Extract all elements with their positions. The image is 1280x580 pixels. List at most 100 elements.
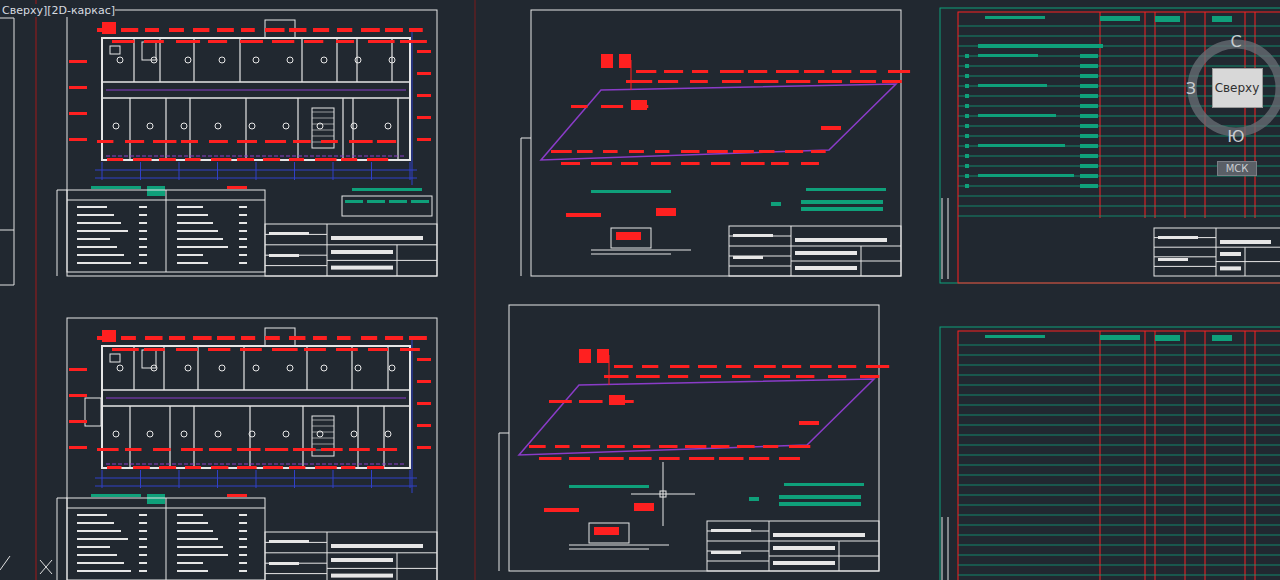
text-bar xyxy=(801,207,883,211)
text-bar xyxy=(385,28,403,32)
sheet-frame xyxy=(942,517,943,580)
axis-line xyxy=(333,162,334,180)
text-bar xyxy=(139,554,147,556)
text-bar xyxy=(965,104,969,108)
axis-line xyxy=(140,162,141,180)
spec-row xyxy=(958,405,1280,406)
text-bar xyxy=(313,28,329,32)
text-bar xyxy=(367,466,384,469)
text-bar xyxy=(69,138,87,141)
text-bar xyxy=(1158,258,1188,261)
luminaire xyxy=(249,123,255,129)
text-bar xyxy=(782,365,801,368)
spec-table xyxy=(67,200,265,201)
text-bar xyxy=(1100,335,1140,340)
text-bar xyxy=(636,375,660,378)
text-bar xyxy=(125,140,144,143)
luminaire xyxy=(117,365,123,371)
compass-letter: С xyxy=(1230,33,1241,51)
luminaire xyxy=(185,57,191,63)
luminaire xyxy=(389,57,395,63)
text-bar xyxy=(1080,174,1098,178)
text-bar xyxy=(289,158,304,161)
wall xyxy=(301,38,302,82)
text-bar xyxy=(786,80,810,83)
text-bar xyxy=(801,200,883,204)
text-bar xyxy=(754,80,778,83)
text-bar xyxy=(795,266,857,270)
text-bar xyxy=(651,162,671,165)
title-block xyxy=(327,532,328,580)
text-bar xyxy=(185,466,201,469)
wall xyxy=(336,38,337,82)
text-bar xyxy=(1220,266,1241,270)
spec-table xyxy=(67,498,265,580)
text-bar xyxy=(139,522,147,524)
text-bar xyxy=(965,54,969,58)
text-bar xyxy=(385,336,403,340)
text-bar xyxy=(139,230,147,232)
title-block xyxy=(729,246,791,247)
text-bar xyxy=(1080,124,1098,128)
title-block xyxy=(769,556,879,557)
text-bar xyxy=(1080,134,1098,138)
text-bar xyxy=(636,70,656,73)
text-bar xyxy=(965,174,969,178)
sheet-frame xyxy=(57,498,58,580)
stair xyxy=(312,136,334,137)
text-bar xyxy=(237,158,254,161)
text-bar xyxy=(139,570,147,572)
text-bar xyxy=(69,420,87,423)
text-bar xyxy=(965,184,969,188)
text-bar xyxy=(112,348,139,351)
text-bar xyxy=(698,365,717,368)
sheet-frame xyxy=(57,190,67,191)
wall xyxy=(302,406,303,468)
luminaire xyxy=(113,123,119,129)
text-bar xyxy=(185,158,200,161)
text-bar xyxy=(965,144,969,148)
text-bar xyxy=(349,448,370,451)
spec-table xyxy=(67,508,265,509)
title-block xyxy=(265,244,327,245)
text-bar xyxy=(1080,114,1098,118)
text-bar xyxy=(77,214,114,216)
text-bar xyxy=(177,554,228,556)
text-bar xyxy=(77,546,110,548)
luminaire xyxy=(151,365,157,371)
compass-letter: З xyxy=(1186,80,1196,98)
text-bar xyxy=(1080,94,1098,98)
text-bar xyxy=(1212,16,1232,22)
node-text: МСК xyxy=(1226,163,1249,174)
text-bar xyxy=(77,206,107,208)
text-bar xyxy=(265,448,288,451)
text-bar xyxy=(763,445,778,448)
luminaire xyxy=(215,431,221,437)
text-bar xyxy=(153,140,176,143)
text-bar xyxy=(77,562,124,564)
stair xyxy=(312,420,334,421)
text-bar xyxy=(828,375,846,378)
text-bar xyxy=(269,232,309,235)
text-bar xyxy=(801,162,819,165)
text-bar xyxy=(779,502,861,506)
text-bar xyxy=(658,80,678,83)
text-bar xyxy=(139,514,147,516)
switchboard xyxy=(589,523,629,543)
text-bar xyxy=(614,365,633,368)
text-bar xyxy=(711,445,729,448)
axis-line xyxy=(217,162,218,180)
text-bar xyxy=(177,522,208,524)
text-bar xyxy=(978,114,1056,117)
text-bar xyxy=(1100,16,1140,21)
text-bar xyxy=(773,533,865,537)
stair xyxy=(312,118,334,119)
text-bar xyxy=(139,214,147,216)
text-bar xyxy=(337,28,352,32)
spec-table xyxy=(1255,12,1256,218)
node-text: Сверху xyxy=(1215,81,1260,95)
text-bar xyxy=(711,529,751,532)
text-bar xyxy=(69,368,87,371)
text-bar xyxy=(1080,144,1098,148)
text-bar xyxy=(417,402,431,405)
